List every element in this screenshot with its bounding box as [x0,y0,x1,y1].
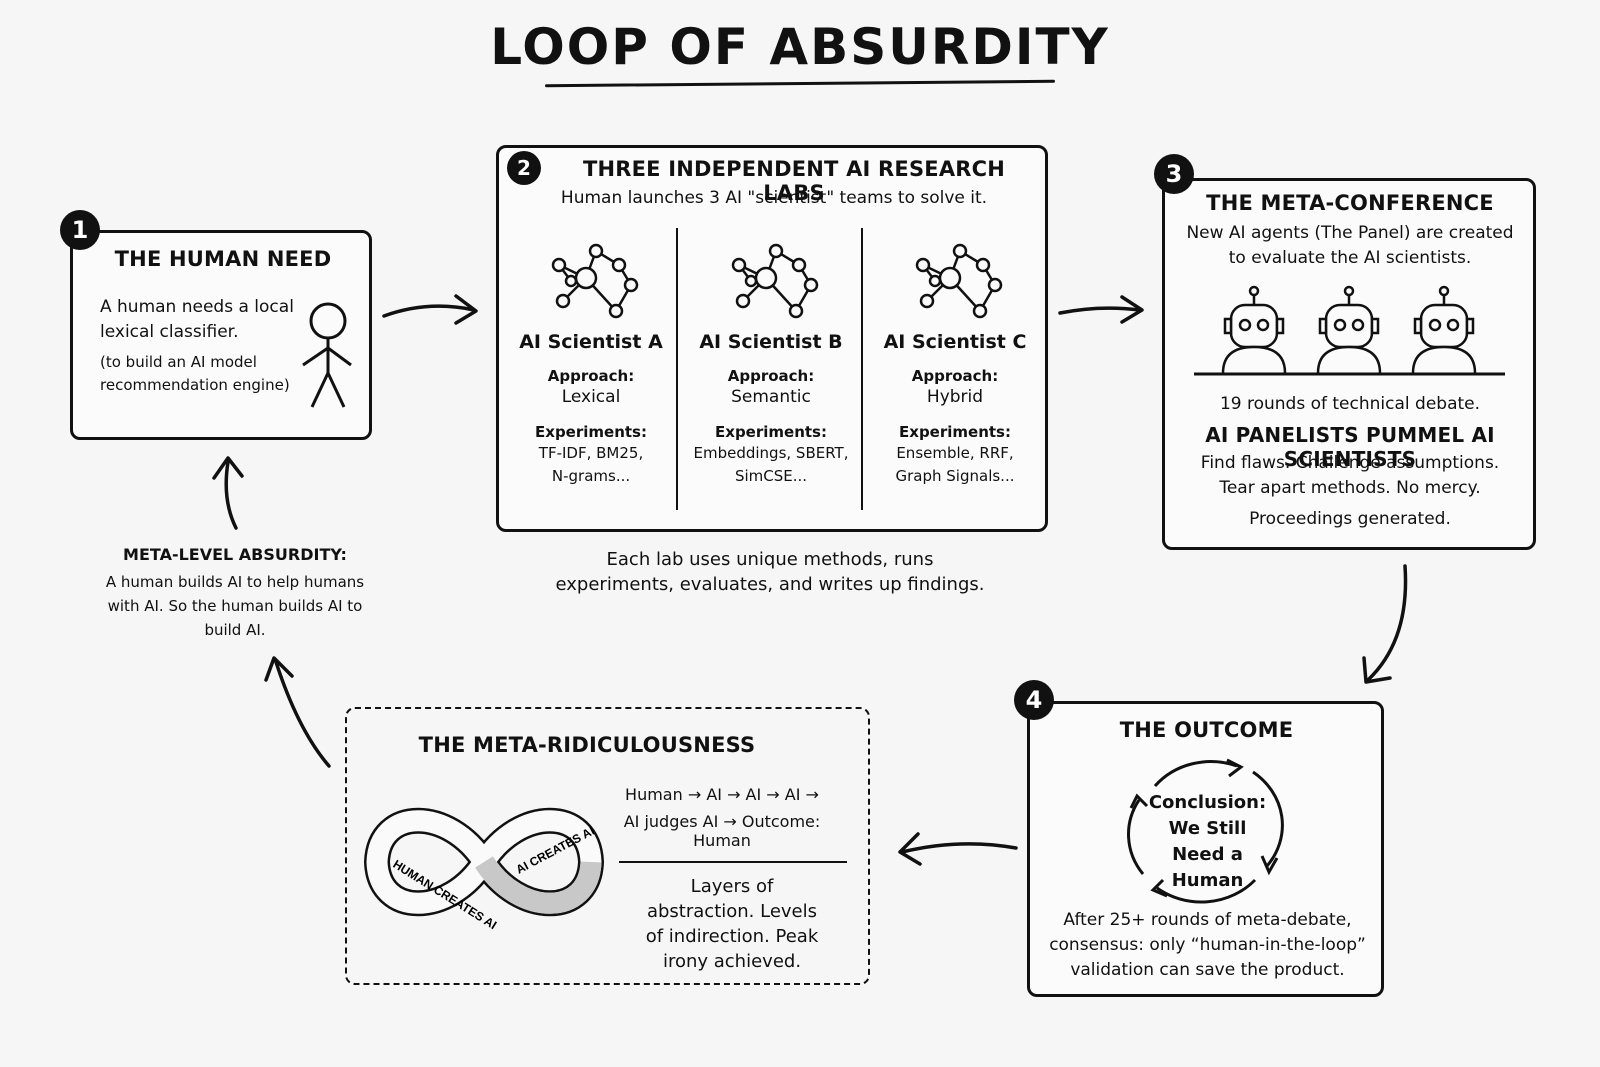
proceedings-text: Proceedings generated. [1249,509,1451,529]
human-need-heading: THE HUMAN NEED [114,247,332,271]
network-icon [731,243,819,319]
step-3-badge: 3 [1154,154,1194,194]
outcome-conclusion: Conclusion: We Still Need a Human [1148,792,1267,891]
research-labs-heading: THREE INDEPENDENT AI RESEARCH LABS [582,157,1006,205]
meta-ridiculousness-heading: THE META-RIDICULOUSNESS [418,733,756,757]
outcome-text: After 25+ rounds of meta-debate, consens… [1049,910,1366,980]
meta-absurdity-text: A human builds AI to help humans with AI… [105,573,365,639]
research-labs-box: THREE INDEPENDENT AI RESEARCH LABS Human… [496,145,1048,532]
meta-conference-box: THE META-CONFERENCE New AI agents (The P… [1162,178,1536,550]
human-need-note: (to build an AI model recommendation eng… [100,353,290,394]
scientist-c-column: AI Scientist C Approach: Hybrid Experime… [865,233,1045,487]
meta-ridiculousness-box: THE META-RIDICULOUSNESS HUMAN CREATES AI… [345,707,870,985]
arrow-absurdity-to-1 [212,456,244,530]
step-1-badge: 1 [60,210,100,250]
experiments-value: Embeddings, SBERT, [693,444,849,462]
approach-label: Approach: [547,367,635,385]
lab-divider [861,228,863,510]
step-4-badge: 4 [1014,680,1054,720]
human-need-text: A human needs a local lexical classifier… [100,297,294,342]
network-icon [915,243,1003,319]
meta-conference-text: New AI agents (The Panel) are created to… [1186,223,1514,268]
panelists-text: Find flaws. Challenge assumptions. Tear … [1200,453,1500,498]
scientist-name: AI Scientist B [699,331,843,353]
diagram-title: LOOP OF ABSURDITY [490,18,1110,76]
human-need-box: THE HUMAN NEED A human needs a local lex… [70,230,372,440]
chain-divider [619,861,847,863]
cycle-arrows-icon [1127,758,1284,904]
experiments-value: Ensemble, RRF, [896,444,1014,462]
scientist-b-column: AI Scientist B Approach: Semantic Experi… [681,233,861,487]
experiments-label: Experiments: [899,423,1011,441]
research-labs-subtitle: Human launches 3 AI "scientist" teams to… [560,188,988,208]
arrow-1-to-2 [382,294,478,325]
arrow-2-to-3 [1058,295,1144,324]
scientist-name: AI Scientist A [519,331,663,353]
arrow-meta-to-absurdity [264,656,331,768]
meta-ridiculousness-text: Layers of abstraction. Levels of indirec… [645,876,819,972]
approach-label: Approach: [911,367,999,385]
approach-label: Approach: [727,367,815,385]
panelists-heading: AI PANELISTS PUMMEL AI SCIENTISTS [1205,423,1495,471]
arrow-4-to-meta [898,832,1018,866]
lab-divider [676,228,678,510]
scientist-a-column: AI Scientist A Approach: Lexical Experim… [501,233,681,487]
experiments-value: Graph Signals... [895,467,1015,485]
experiments-label: Experiments: [535,423,647,441]
approach-value: Lexical [561,387,621,407]
infinity-loop-icon: HUMAN CREATES AI AI CREATES AI [363,807,605,932]
scientist-name: AI Scientist C [883,331,1027,353]
chain-line-2: AI judges AI → Outcome: Human [623,812,821,850]
chain-line-1: Human → AI → AI → AI → [625,785,819,804]
approach-value: Semantic [731,387,811,407]
debate-rounds: 19 rounds of technical debate. [1219,394,1481,414]
outcome-box: THE OUTCOME Conclusion: We Still Need a … [1027,701,1384,997]
experiments-value: TF-IDF, BM25, [538,444,644,462]
experiments-value: N-grams... [551,467,631,485]
outcome-heading: THE OUTCOME [1119,718,1294,742]
step-2-badge: 2 [507,151,541,185]
approach-value: Hybrid [926,387,984,407]
meta-conference-heading: THE META-CONFERENCE [1206,191,1494,215]
network-icon [551,243,639,319]
experiments-label: Experiments: [715,423,827,441]
experiments-value: SimCSE... [734,467,808,485]
robot-panel-icon [1194,285,1505,376]
arrow-3-to-4 [1362,564,1408,684]
stick-figure-icon [302,302,352,408]
research-labs-caption: Each lab uses unique methods, runs exper… [555,549,985,595]
meta-absurdity-heading: META-LEVEL ABSURDITY: [123,545,347,564]
